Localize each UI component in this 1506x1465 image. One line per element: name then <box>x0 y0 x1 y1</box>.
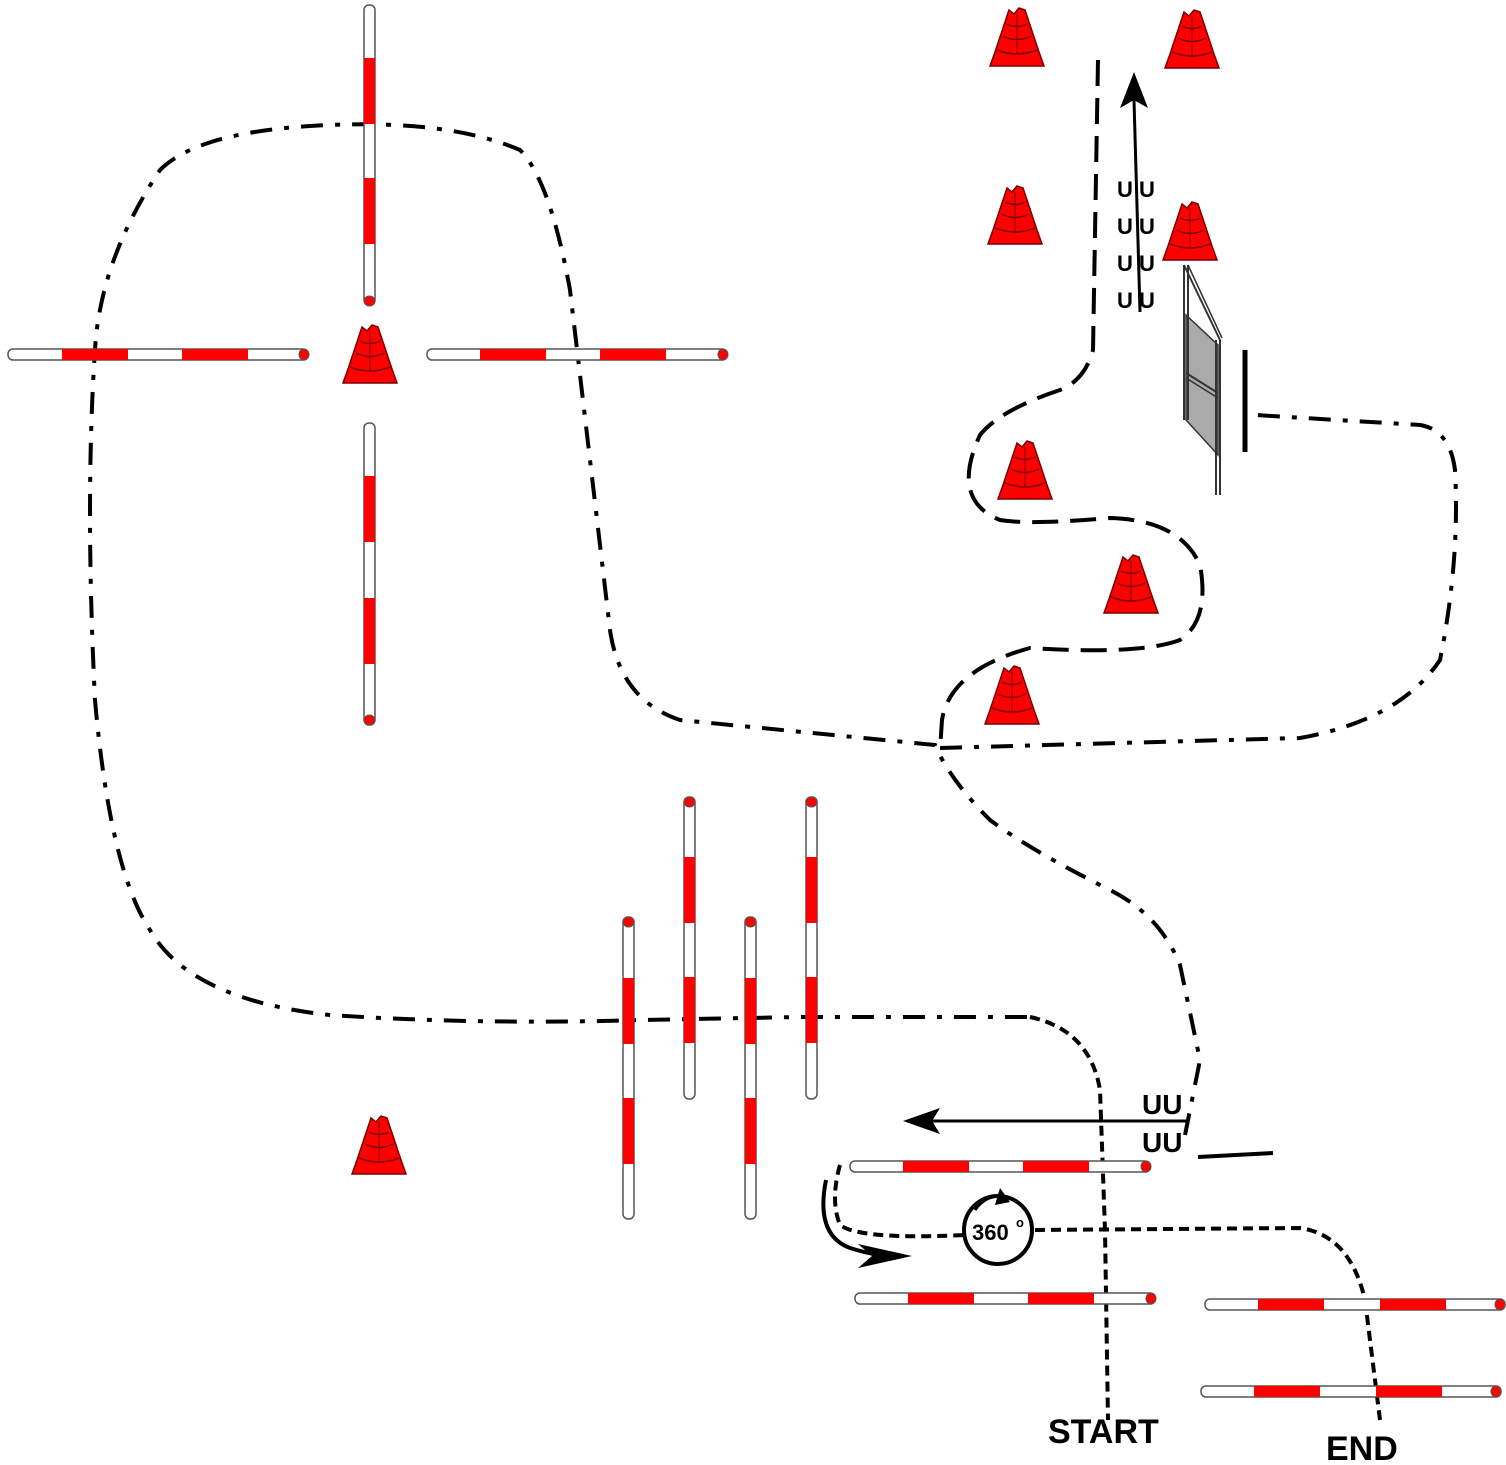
pole-h-lower <box>854 1292 1157 1305</box>
rotation-label: 360 <box>972 1220 1009 1245</box>
cone-icon <box>1162 201 1218 261</box>
course-paths <box>88 59 1458 1421</box>
u-marks-column: U U U U U U U U <box>1117 177 1155 313</box>
slalom-path <box>938 59 1205 751</box>
pole-end-upper <box>1204 1298 1506 1311</box>
arrow-left-icon <box>903 1108 940 1134</box>
bottom-poles <box>849 1160 1506 1398</box>
arrows <box>821 72 1274 1268</box>
rotation-arrow-icon <box>995 1188 1010 1205</box>
outer-loop-path <box>88 122 1203 1136</box>
cone-icon <box>351 1115 407 1175</box>
end-label: END <box>1326 1430 1398 1465</box>
cone-icon <box>984 665 1040 725</box>
u-pair: UU <box>1142 1127 1182 1158</box>
gate <box>1183 264 1248 495</box>
pole-top <box>363 4 376 307</box>
arrow-up-icon <box>1120 72 1148 108</box>
start-path <box>1029 1015 1110 1421</box>
end-path <box>1034 1225 1382 1421</box>
vertical-poles <box>622 796 818 1220</box>
rotation-unit: o <box>1016 1215 1024 1230</box>
start-bar <box>1197 1151 1274 1159</box>
arrow-up-line <box>1132 99 1142 313</box>
u-row: U U <box>1117 177 1155 202</box>
turn-arrow-icon <box>858 1244 912 1268</box>
u-marks-bottom: UU UU <box>1142 1089 1182 1158</box>
u-row: U U <box>1117 251 1155 276</box>
u-pair: UU <box>1142 1089 1182 1120</box>
start-label: START <box>1048 1413 1159 1451</box>
pole-v3 <box>744 916 757 1220</box>
cone-icon <box>989 7 1045 67</box>
turn-path <box>833 1164 966 1239</box>
pole-v4 <box>805 796 818 1100</box>
pole-v2 <box>683 796 696 1100</box>
rotation-marker: 360 o <box>962 1188 1034 1266</box>
pole-bottom <box>363 422 376 726</box>
pole-right <box>426 348 729 361</box>
cone-icon <box>987 185 1043 245</box>
cone-icon <box>342 324 398 384</box>
cones <box>342 7 1220 1175</box>
u-row: U U <box>1117 288 1155 313</box>
cone-icon <box>997 440 1053 500</box>
cone-icon <box>1164 9 1220 69</box>
u-row: U U <box>1117 214 1155 239</box>
pole-left <box>7 348 310 361</box>
pole-h-upper <box>849 1160 1152 1173</box>
pole-v1 <box>622 916 635 1220</box>
pole-cross <box>7 4 729 726</box>
pole-end-lower <box>1200 1385 1502 1398</box>
cone-icon <box>1103 554 1159 614</box>
